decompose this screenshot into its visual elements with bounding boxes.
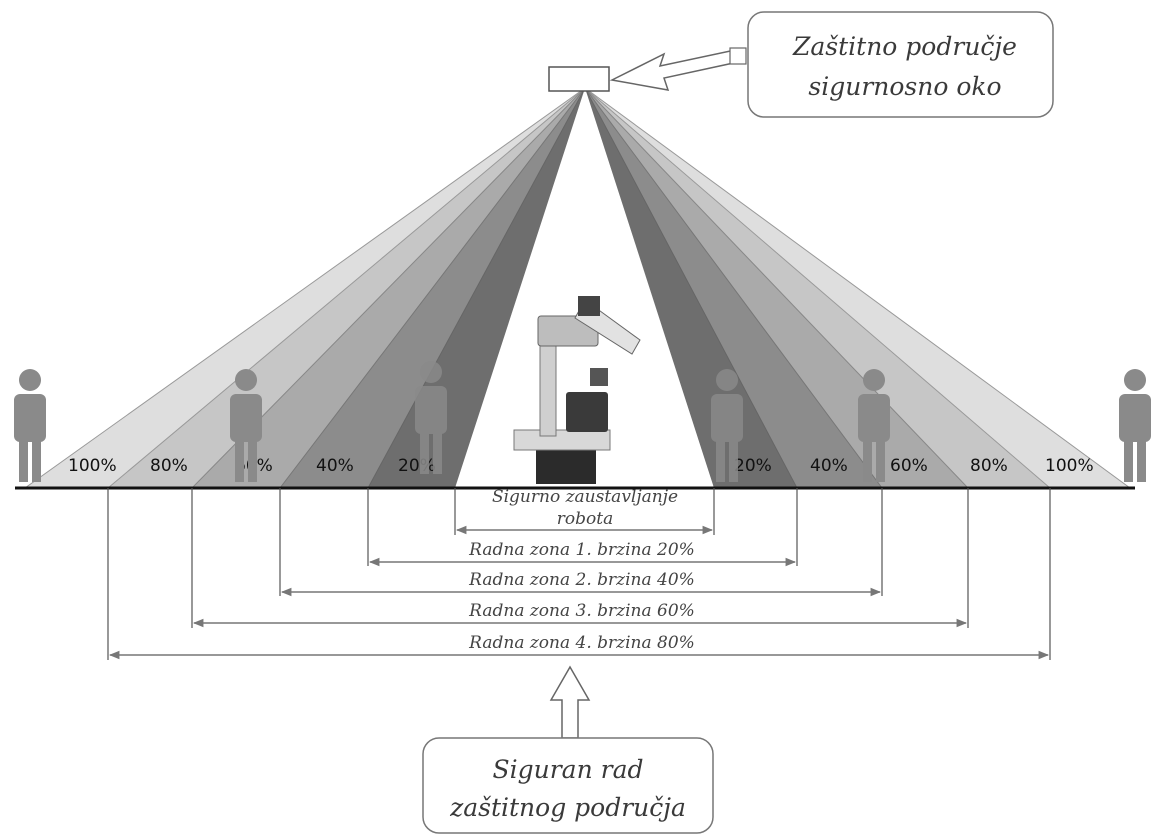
industrial-robot-icon bbox=[513, 296, 641, 484]
zone-2-label: Radna zona 2. brzina 40% bbox=[468, 570, 695, 590]
safety-sensor-box bbox=[548, 66, 610, 92]
person-icon bbox=[858, 369, 890, 482]
pct-right-80: 80% bbox=[970, 456, 1008, 476]
pct-right-40: 40% bbox=[810, 456, 848, 476]
pct-left-40: 40% bbox=[316, 456, 354, 476]
top-callout-line2: sigurnosno oko bbox=[808, 72, 1001, 101]
zone-percent-labels: 100% 80% 60% 40% 20% 20% 40% 60% 80% 100… bbox=[68, 456, 1094, 476]
top-callout-line1: Zaštitno područje bbox=[792, 32, 1017, 61]
pct-right-100: 100% bbox=[1045, 456, 1094, 476]
bottom-callout-arrow bbox=[549, 665, 591, 739]
pct-left-80: 80% bbox=[150, 456, 188, 476]
person-figures bbox=[14, 361, 1151, 482]
top-callout: Zaštitno područje sigurnosno oko bbox=[747, 11, 1054, 118]
bottom-callout: Siguran rad zaštitnog područja bbox=[422, 737, 714, 834]
dimension-arrows bbox=[108, 525, 1050, 660]
safety-beam-fan bbox=[23, 86, 1132, 489]
dimension-extension-lines bbox=[107, 488, 1051, 660]
safe-stop-label-line2: robota bbox=[557, 509, 613, 529]
person-icon bbox=[711, 369, 743, 482]
dimension-labels: Sigurno zaustavljanje robota Radna zona … bbox=[468, 487, 695, 653]
person-icon bbox=[230, 369, 262, 482]
pct-right-20: 20% bbox=[734, 456, 772, 476]
zone-3-label: Radna zona 3. brzina 60% bbox=[468, 601, 695, 621]
person-icon bbox=[14, 369, 46, 482]
safe-stop-gap bbox=[455, 88, 714, 488]
person-icon bbox=[415, 361, 447, 474]
person-icon bbox=[1119, 369, 1151, 482]
pct-left-100: 100% bbox=[68, 456, 117, 476]
bottom-callout-line1: Siguran rad bbox=[493, 755, 644, 784]
pct-right-60: 60% bbox=[890, 456, 928, 476]
safe-stop-label-line1: Sigurno zaustavljanje bbox=[492, 487, 678, 507]
bottom-callout-line2: zaštitnog područja bbox=[449, 793, 686, 822]
top-callout-arrow bbox=[609, 47, 747, 91]
zone-4-label: Radna zona 4. brzina 80% bbox=[468, 633, 695, 653]
pct-left-20: 20% bbox=[398, 456, 436, 476]
zone-1-label: Radna zona 1. brzina 20% bbox=[468, 540, 695, 560]
